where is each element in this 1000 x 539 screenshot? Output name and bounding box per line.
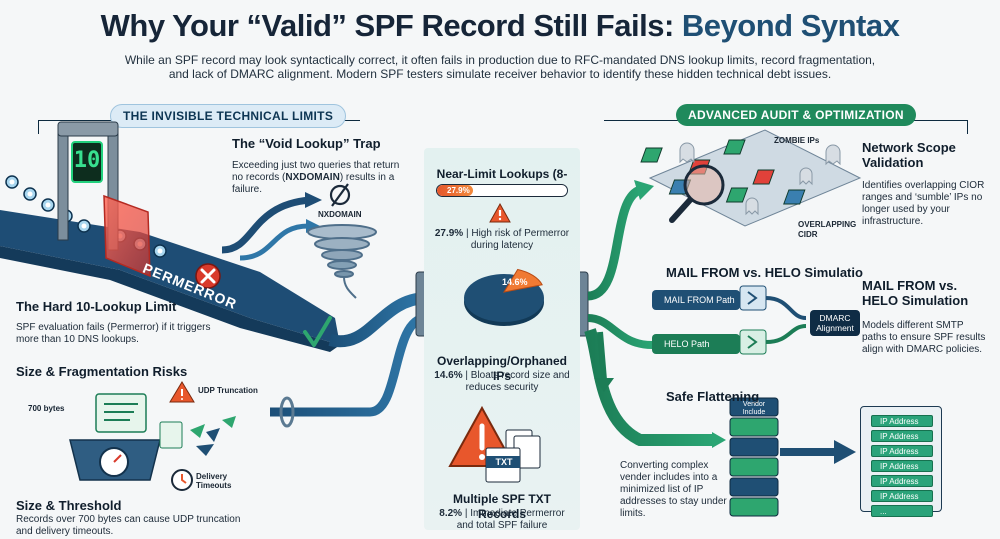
network-scope-text: Identifies overlapping CIOR ranges and ‘… xyxy=(862,180,985,227)
clock-icon xyxy=(171,469,193,491)
tornado-icon xyxy=(307,224,377,299)
helo-switch-icon xyxy=(739,329,767,355)
error-barrier xyxy=(103,194,151,278)
near-limit-desc: 27.9% | High risk of Permerror during la… xyxy=(434,228,570,251)
nxdomain-label: NXDOMAIN xyxy=(318,210,362,219)
page-title: Why Your “Valid” SPF Record Still Fails:… xyxy=(0,8,1000,44)
page-subtitle: While an SPF record may look syntactical… xyxy=(124,53,876,81)
scale-icon xyxy=(69,393,161,481)
ring-icon xyxy=(279,396,295,428)
gate-counter: 10 xyxy=(73,148,101,173)
vendor-include-label: Vendor Include xyxy=(742,401,766,416)
safe-flattening-title: Safe Flattening xyxy=(666,389,760,404)
delivery-timeouts-label: Delivery Timeouts xyxy=(196,472,232,490)
overlap-desc: 14.6% | Bloats record size and reduces s… xyxy=(434,370,570,393)
udp-truncation-label: UDP Truncation xyxy=(198,386,258,395)
vendor-server-stack xyxy=(729,397,779,517)
network-grid xyxy=(640,129,862,227)
pie-highlight-slice xyxy=(502,268,543,293)
near-limit-gauge: 27.9% xyxy=(436,184,568,197)
mailfrom-switch-icon xyxy=(739,285,767,311)
multiple-txt-desc: 8.2% | Immediate Permerror and total SPF… xyxy=(439,508,565,531)
size-threshold-title: Size & Threshold xyxy=(16,498,122,513)
lookup-gate xyxy=(57,121,119,251)
right-section-label: ADVANCED AUDIT & OPTIMIZATION xyxy=(676,104,916,126)
ip-row: ... xyxy=(871,505,933,517)
txt-records-art xyxy=(448,405,541,483)
warning-icon xyxy=(489,202,511,223)
simulation-text: Models different SMTP paths to ensure SP… xyxy=(862,320,986,355)
udp-warning-icon xyxy=(169,381,195,403)
helo-path-pill: HELO Path xyxy=(652,334,740,354)
title-main: Why Your “Valid” SPF Record Still Fails: xyxy=(100,8,675,43)
size-threshold-text: Records over 700 bytes can cause UDP tru… xyxy=(16,514,241,537)
mailfrom-path-pill: MAIL FROM Path xyxy=(652,290,740,310)
ip-row: IP Address xyxy=(871,475,933,487)
ip-address-list: IP Address IP Address IP Address IP Addr… xyxy=(860,406,942,517)
txt-label: TXT xyxy=(495,457,513,467)
overlapping-cidr-label: OVERLAPPING CIDR xyxy=(798,220,857,239)
safe-flattening-text: Converting complex vender includes into … xyxy=(620,460,727,519)
pie-label: 14.6% xyxy=(502,277,528,287)
multiple-txt-title: Multiple SPF TXT Records xyxy=(453,492,551,521)
overlap-pie-chart xyxy=(464,268,544,326)
ip-row: IP Address xyxy=(871,430,933,442)
void-lookup-title: The “Void Lookup” Trap xyxy=(232,136,381,151)
overlap-title: Overlapping/Orphaned IPs xyxy=(436,354,568,383)
simulation-title: MAIL FROM vs. HELO Simulation xyxy=(862,278,969,308)
bytes-label: 700 bytes xyxy=(28,404,65,413)
error-x-icon xyxy=(195,263,221,289)
fragmentation-title: Size & Fragmentation Risks xyxy=(16,364,188,379)
ip-row: IP Address xyxy=(871,415,933,427)
network-scope-title: Network Scope Validation xyxy=(862,140,956,170)
ip-row: IP Address xyxy=(871,460,933,472)
dmarc-alignment-box: DMARC Alignment xyxy=(810,310,860,336)
left-section-label: THE INVISIBLE TECHNICAL LIMITS xyxy=(110,104,347,128)
title-accent: Beyond Syntax xyxy=(681,8,900,43)
ip-row: IP Address xyxy=(871,445,933,457)
near-limit-gauge-fill: 27.9% xyxy=(437,185,474,196)
check-icon xyxy=(303,316,332,347)
hard-limit-text: SPF evaluation fails (Permerror) if it t… xyxy=(16,322,211,345)
null-set-icon xyxy=(329,183,351,207)
void-lookup-text: Exceeding just two queries that return n… xyxy=(232,160,400,195)
zombie-ips-label: ZOMBIE IPs xyxy=(774,136,820,145)
simulation-title-truncated: MAIL FROM vs. HELO Simulatio xyxy=(666,265,863,280)
ip-row: IP Address xyxy=(871,490,933,502)
hard-limit-title: The Hard 10-Lookup Limit xyxy=(16,299,177,314)
fragment-icons xyxy=(159,416,236,456)
